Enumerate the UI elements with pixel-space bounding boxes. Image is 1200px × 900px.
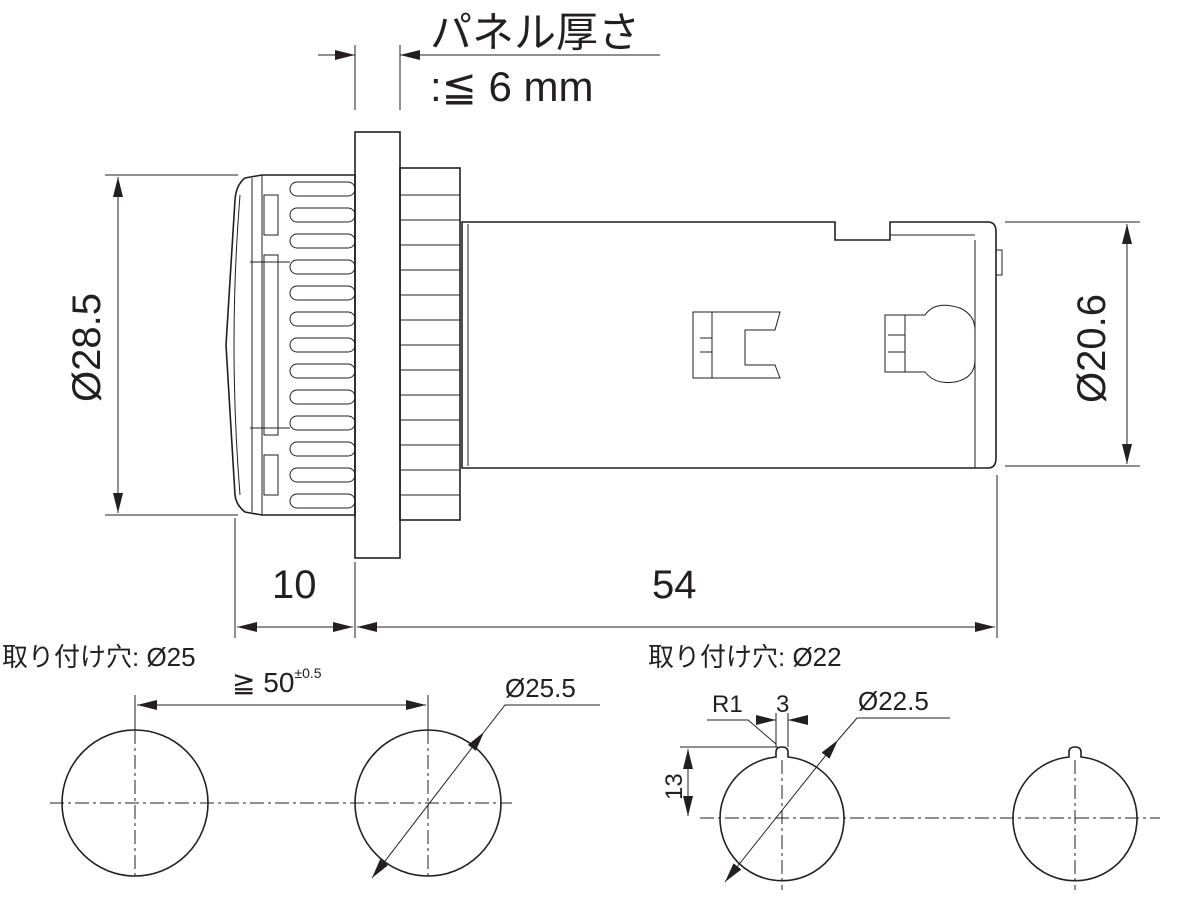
panel-thickness-dimension: パネル厚さ :≦ 6 mm (318, 9, 660, 110)
key-radius-label: R1 (712, 691, 743, 718)
cutout-22-title: 取り付け穴: Ø22 (648, 642, 842, 672)
front-length-label: 10 (272, 563, 317, 607)
key-width-label: 3 (776, 691, 789, 718)
length-dimensions: 10 54 (234, 475, 998, 638)
body (461, 221, 997, 469)
panel (354, 131, 401, 559)
cutout-22-diameter: Ø22.5 (858, 686, 929, 716)
cutout-22-view: 取り付け穴: Ø22 R1 3 13 Ø22.5 (648, 642, 1160, 890)
bezel-diameter-label: Ø28.5 (65, 293, 109, 402)
cutout-25-diameter: Ø25.5 (505, 673, 576, 703)
key-height-label: 13 (661, 773, 688, 800)
body-diameter-dimension: Ø20.6 (1005, 221, 1140, 467)
panel-thickness-label: パネル厚さ (430, 9, 640, 56)
component-side-view (225, 131, 1003, 559)
mounting-nut (399, 167, 461, 521)
panel-thickness-value: :≦ 6 mm (430, 63, 594, 110)
pitch-label: ≧ 50±0.5 (232, 665, 322, 698)
cutout-25-view: 取り付け穴: Ø25 ≧ 50±0.5 Ø25.5 (2, 642, 600, 880)
body-length-label: 54 (652, 563, 697, 607)
bezel-diameter-dimension: Ø28.5 (65, 174, 238, 516)
cutout-25-title: 取り付け穴: Ø25 (2, 642, 196, 672)
body-diameter-label: Ø20.6 (1070, 294, 1114, 403)
